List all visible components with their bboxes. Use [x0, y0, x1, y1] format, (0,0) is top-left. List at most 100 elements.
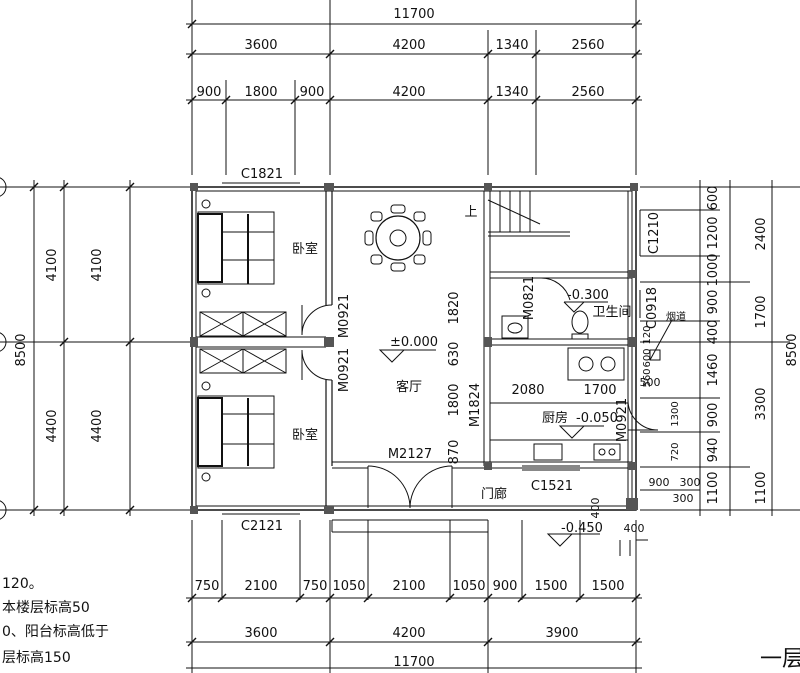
bottom-row2-dim: 3600 — [244, 626, 277, 641]
top-row1-dim: 2560 — [571, 38, 604, 53]
left-outer-dim: 8500 — [14, 333, 29, 366]
right-col2-dim: 3300 — [754, 387, 769, 420]
top-dimension-texts: 11700 3600 4200 1340 2560 900 1800 900 4… — [197, 7, 605, 100]
top-row2-dim: 2560 — [571, 85, 604, 100]
windows — [222, 182, 641, 515]
note-line: 本楼层标高50 — [2, 599, 90, 616]
bottom-dimension-texts: 750 2100 750 1050 2100 1050 900 1500 150… — [195, 579, 625, 670]
bottom-row1-dim: 2100 — [244, 579, 277, 594]
room-label-living: 客厅 — [396, 379, 422, 395]
small-dim: 560 — [642, 368, 653, 387]
level-bath: -0.300 — [567, 288, 609, 303]
bottom-row1-dim: 750 — [195, 579, 220, 594]
general-notes: 120。 本楼层标高50 0、阳台标高低于 层标高150 — [2, 576, 109, 666]
window-label-right-upper: C1210 — [647, 212, 662, 254]
note-line: 120。 — [2, 576, 43, 592]
right-col1-dim: 1000 — [706, 253, 721, 286]
right-col1-dim: 940 — [706, 438, 721, 463]
top-row1-dim: 4200 — [392, 38, 425, 53]
room-label-bath: 卫生间 — [592, 305, 631, 320]
plan-title: 一层 — [760, 647, 800, 672]
room-label-bedroom-upper: 卧室 — [292, 241, 318, 257]
right-col1-dim: 1200 — [706, 216, 721, 249]
left-dimension-texts: 8500 4100 4400 4100 4400 — [14, 248, 105, 442]
right-col1-dim: 900 — [706, 403, 721, 428]
door-labels: M0921 M0921 M2127 M1824 M0821 M0921 — [337, 276, 630, 462]
interior-horizontal-dim: 2080 — [511, 383, 544, 398]
window-label-top: C1821 — [241, 167, 283, 182]
room-label-kitchen: 厨房 — [542, 410, 568, 426]
top-row2-dim: 1340 — [495, 85, 528, 100]
door-label-kitchen: M0921 — [615, 398, 630, 442]
right-col1-dim: 600 — [706, 186, 721, 211]
door-label-bath: M0821 — [522, 276, 537, 320]
small-dim: 400 — [624, 522, 645, 535]
right-col1-dim: 1460 — [706, 353, 721, 386]
door-label-bedroom1: M0921 — [337, 294, 352, 338]
right-col2-dim: 2400 — [754, 217, 769, 250]
window-label-bottom-right: C1521 — [531, 479, 573, 494]
window-label-bottom-left: C2121 — [241, 519, 283, 534]
level-living: ±0.000 — [390, 335, 438, 350]
room-labels: 卧室 卧室 客厅 卫生间 厨房 门廊 上 烟道 — [292, 205, 686, 502]
top-row2-dim: 4200 — [392, 85, 425, 100]
furniture — [197, 191, 673, 547]
small-dim: 720 — [670, 442, 681, 461]
interior-vertical-dim: 870 — [447, 440, 462, 465]
right-col1-dim: 900 — [706, 290, 721, 315]
room-label-porch: 门廊 — [481, 486, 507, 502]
note-line: 层标高150 — [2, 649, 71, 666]
flue-label: 烟道 — [666, 310, 686, 323]
right-col2-dim: 1100 — [754, 471, 769, 504]
bottom-row1-dim: 900 — [493, 579, 518, 594]
right-col2-dim: 1700 — [754, 295, 769, 328]
room-label-bedroom-lower: 卧室 — [292, 427, 318, 443]
top-row2-dim: 900 — [300, 85, 325, 100]
left-inner-dim: 4400 — [45, 409, 60, 442]
small-dim: 300 — [680, 476, 701, 489]
bottom-row1-dim: 2100 — [392, 579, 425, 594]
top-row2-dim: 1800 — [244, 85, 277, 100]
right-dimension-texts: 600 1200 1000 900 400 1460 900 940 1100 … — [706, 186, 800, 505]
small-dim: 300 — [673, 492, 694, 505]
small-dim: 120 — [642, 325, 653, 344]
left-detail-dim: 4100 — [90, 248, 105, 281]
bottom-row1-dim: 1050 — [452, 579, 485, 594]
top-row1-dim: 1340 — [495, 38, 528, 53]
level-labels: ±0.000 -0.300 -0.050 -0.450 — [390, 288, 618, 536]
right-col1-dim: 1100 — [706, 471, 721, 504]
note-line: 0、阳台标高低于 — [2, 623, 109, 640]
level-outside: -0.450 — [561, 521, 603, 536]
top-row2-dim: 900 — [197, 85, 222, 100]
top-row1-dim: 3600 — [244, 38, 277, 53]
interior-vertical-dim: 1800 — [447, 383, 462, 416]
interior-vertical-dim: 1820 — [447, 291, 462, 324]
small-dim: 1300 — [670, 401, 681, 426]
door-label-bedroom2: M0921 — [337, 348, 352, 392]
small-dim: 900 — [649, 476, 670, 489]
walls — [190, 183, 638, 514]
window-label-right-lower: C0918 — [645, 287, 660, 329]
small-dim: 500 — [640, 376, 661, 389]
bottom-row1-dim: 1050 — [332, 579, 365, 594]
bottom-total-dim: 11700 — [393, 655, 434, 670]
small-dim: 400 — [589, 498, 602, 519]
door-label-main: M2127 — [388, 447, 432, 462]
interior-horizontal-dim: 1700 — [583, 383, 616, 398]
doors — [301, 277, 659, 509]
top-total-dim: 11700 — [393, 7, 434, 22]
bottom-row1-dim: 750 — [303, 579, 328, 594]
bottom-row2-dim: 3900 — [545, 626, 578, 641]
window-labels: C1821 C2121 C1521 C1210 C0918 — [241, 167, 662, 534]
bottom-row1-dim: 1500 — [534, 579, 567, 594]
interior-dimension-texts: 1820 630 1800 870 2080 1700 120 600 560 … — [447, 291, 701, 535]
bottom-row2-dim: 4200 — [392, 626, 425, 641]
bottom-row1-dim: 1500 — [591, 579, 624, 594]
stair-up-label: 上 — [464, 205, 477, 220]
right-col1-dim: 400 — [706, 320, 721, 345]
right-outer-dim: 8500 — [785, 333, 800, 366]
small-dim: 600 — [642, 348, 653, 367]
door-label-stair-side: M1824 — [468, 383, 483, 427]
